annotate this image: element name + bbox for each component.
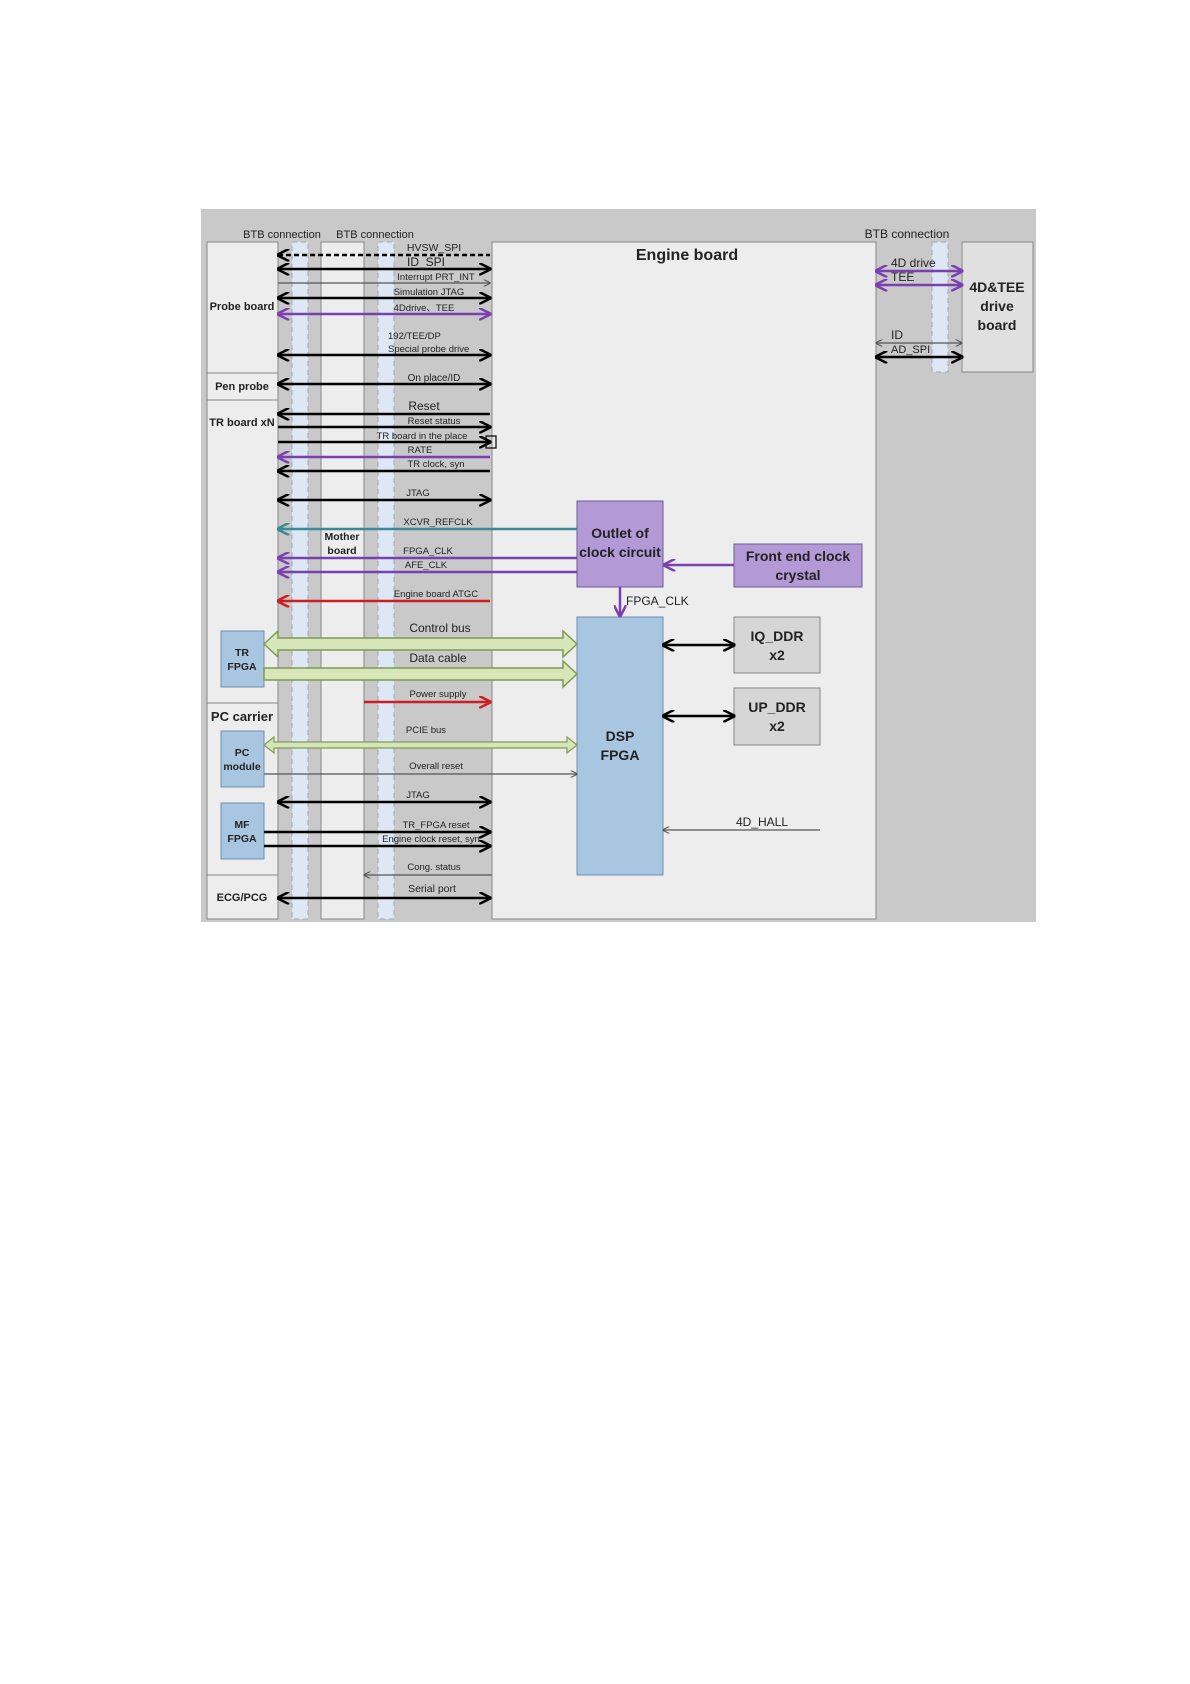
pcie-label: PCIE bus: [406, 725, 446, 736]
front-end-clock-label-1: Front end clock: [746, 548, 850, 564]
front-end-clock-box: [733, 543, 863, 588]
fpga-clk-label: FPGA_CLK: [403, 546, 453, 557]
control-bus-arrow: [262, 629, 579, 659]
outlet-clock-box: [576, 500, 664, 588]
interrupt-label: Interrupt PRT_INT: [397, 272, 475, 283]
mother-board-label-2: board: [327, 545, 356, 557]
pen-probe-box: [206, 372, 279, 401]
probe-192-label: 192/TEE/DP: [388, 331, 441, 342]
jtag-1-label: JTAG: [406, 488, 430, 499]
jtag-2-label: JTAG: [406, 790, 430, 801]
iq-ddr-box: [733, 616, 821, 674]
hall-4d-label: 4D_HALL: [736, 815, 788, 829]
tee-label: TEE: [891, 270, 914, 284]
up-ddr-box: [733, 687, 821, 746]
xcvr-label: XCVR_REFCLK: [403, 517, 473, 528]
up-ddr-label-1: UP_DDR: [748, 699, 806, 715]
drive-board-label-1: 4D&TEE: [969, 279, 1024, 295]
tr-fpga-label-1: TR: [235, 647, 249, 659]
outlet-clock-label-1: Outlet of: [591, 525, 649, 541]
hvsw-spi-label: HVSW_SPI: [407, 242, 461, 254]
power-supply-label: Power supply: [409, 689, 466, 700]
pc-module-chip: [220, 730, 265, 788]
engine-board-label: Engine board: [636, 247, 738, 264]
rate-label: RATE: [408, 445, 433, 456]
tr-fpga-label-2: FPGA: [227, 661, 257, 673]
drive-board-label-3: board: [978, 317, 1017, 333]
ecg-pcg-box: [206, 874, 279, 920]
engine-clock-reset-label: Engine clock reset, syn: [382, 834, 480, 845]
pc-module-label-1: PC: [235, 747, 250, 759]
control-bus-label: Control bus: [409, 621, 470, 635]
atgc-label: Engine board ATGC: [394, 589, 478, 600]
drive-board-box: [961, 241, 1034, 373]
special-probe-label: Special probe drive: [388, 344, 469, 355]
mother-board-box: [320, 241, 365, 920]
mf-fpga-chip: [220, 802, 265, 860]
btb-label-2: BTB connection: [336, 229, 414, 241]
mother-board-label-1: Mother: [325, 531, 360, 543]
mf-fpga-label-1: MF: [234, 819, 250, 831]
btb-connector-2: [377, 241, 395, 920]
tr-fpga-reset-label: TR_FPGA reset: [402, 820, 469, 831]
data-cable-label: Data cable: [409, 651, 467, 665]
in-place-marker: [485, 435, 497, 449]
dsp-fpga-label-1: DSP: [606, 728, 635, 744]
iq-ddr-label-2: x2: [769, 647, 785, 663]
btb-label-3: BTB connection: [865, 227, 950, 241]
dsp-fpga-label-2: FPGA: [601, 747, 640, 763]
cong-status-label: Cong. status: [407, 862, 461, 873]
probe-board-box: [206, 241, 279, 374]
pc-carrier-label: PC carrier: [211, 709, 273, 724]
pc-module-label-2: module: [223, 761, 260, 773]
tr-in-place-label: TR board in the place: [377, 431, 468, 442]
tr-clock-label: TR clock, syn: [407, 459, 464, 470]
reset-label: Reset: [408, 399, 440, 413]
iq-ddr-label-1: IQ_DDR: [751, 628, 804, 644]
pen-probe-label: Pen probe: [215, 381, 269, 393]
outlet-clock-label-2: clock circuit: [579, 544, 661, 560]
dsp-fpga-chip: [576, 616, 664, 876]
tr-fpga-chip: [220, 630, 265, 688]
ecg-pcg-label: ECG/PCG: [217, 892, 268, 904]
afe-clk-label: AFE_CLK: [405, 560, 448, 571]
drive-4d-tee-label: 4Ddrive、TEE: [394, 303, 455, 314]
tr-board-label: TR board xN: [209, 417, 274, 429]
reset-status-label: Reset status: [408, 416, 461, 427]
id-label: ID: [891, 328, 903, 342]
front-end-clock-label-2: crystal: [775, 567, 820, 583]
pcie-bus-arrow: [263, 735, 578, 755]
mf-fpga-label-2: FPGA: [227, 833, 257, 845]
ad-spi-label: AD_SPI: [891, 344, 930, 356]
drive-4d-label: 4D drive: [891, 256, 936, 270]
btb-label-1: BTB connection: [243, 229, 321, 241]
serial-port-label: Serial port: [408, 883, 456, 895]
on-place-label: On place/ID: [408, 373, 461, 384]
id-spi-label: ID_SPI: [407, 255, 445, 269]
sim-jtag-label: Simulation JTAG: [394, 287, 465, 298]
btb-connector-1: [291, 241, 309, 920]
drive-board-label-2: drive: [980, 298, 1014, 314]
fpga-clk-down-label: FPGA_CLK: [626, 594, 689, 608]
data-cable-arrow: [263, 659, 579, 689]
up-ddr-label-2: x2: [769, 718, 785, 734]
probe-board-label: Probe board: [210, 301, 275, 313]
overall-reset-label: Overall reset: [409, 761, 463, 772]
